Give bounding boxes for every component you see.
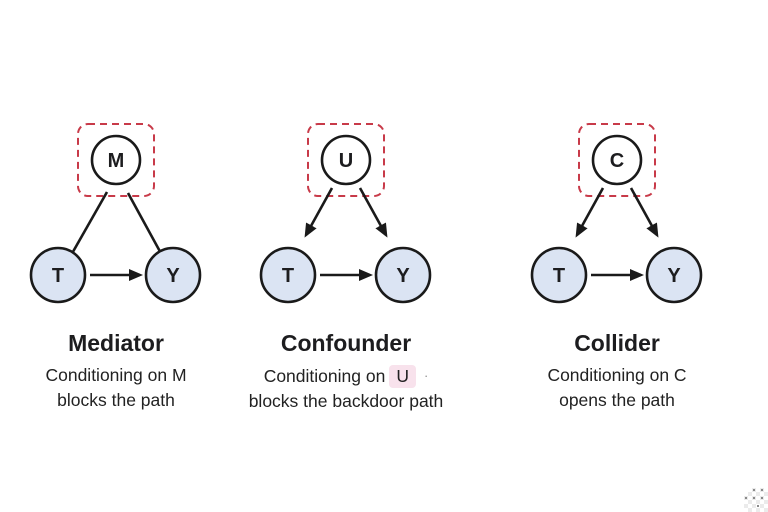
confounder-caption-dot: ·	[423, 368, 429, 383]
node-m-label: M	[108, 150, 125, 172]
edge-u-to-t-arrow	[304, 187, 334, 238]
mediator-caption-line1: Conditioning on M	[45, 365, 187, 385]
confounder-caption-line2: blocks the backdoor path	[248, 391, 444, 411]
collider-caption: Conditioning on C opens the path	[502, 363, 732, 413]
mediator-caption: Conditioning on M blocks the path	[1, 363, 231, 413]
node-y	[645, 246, 703, 304]
node-t-label: T	[52, 265, 64, 287]
mediator-title: Mediator	[68, 330, 164, 356]
node-m	[90, 134, 142, 186]
node-t-label: T	[282, 265, 294, 287]
node-y-label: Y	[166, 265, 180, 287]
node-c	[591, 134, 643, 186]
conditioning-box	[578, 123, 656, 197]
conditioning-box	[307, 123, 385, 197]
collider-caption-line1: Conditioning on C	[547, 365, 687, 385]
confounder-caption-prefix: Conditioning on	[263, 366, 386, 386]
collider-panel: C T Y Collider Conditioning on C opens th…	[502, 115, 732, 413]
node-t-label: T	[553, 265, 565, 287]
collider-title: Collider	[574, 330, 660, 356]
mediator-caption-line2: blocks the path	[57, 390, 175, 410]
node-t	[259, 246, 317, 304]
collider-caption-line2: opens the path	[559, 390, 675, 410]
node-u-label: U	[339, 150, 353, 172]
node-u	[320, 134, 372, 186]
node-y-label: Y	[667, 265, 681, 287]
confounder-caption-highlight: U	[389, 365, 416, 388]
confounder-dag: U T Y	[259, 123, 432, 304]
node-y-label: Y	[396, 265, 410, 287]
watermark-pattern	[744, 488, 768, 512]
mediator-dag: M T Y	[29, 123, 202, 304]
confounder-title: Confounder	[280, 330, 412, 356]
node-c-label: C	[610, 150, 624, 172]
edge-c-to-t-arrow	[575, 187, 605, 238]
edge-m-to-y	[126, 192, 165, 258]
node-y	[374, 246, 432, 304]
node-t	[530, 246, 588, 304]
edge-c-to-y-arrow	[629, 187, 659, 238]
mediator-panel: M T Y Mediator Conditioning on M blocks t…	[1, 115, 231, 413]
node-y	[144, 246, 202, 304]
node-t	[29, 246, 87, 304]
conditioning-box	[77, 123, 155, 197]
edge-t-to-m	[68, 191, 109, 258]
collider-dag: C T Y	[530, 123, 703, 304]
edge-u-to-y-arrow	[358, 187, 388, 238]
